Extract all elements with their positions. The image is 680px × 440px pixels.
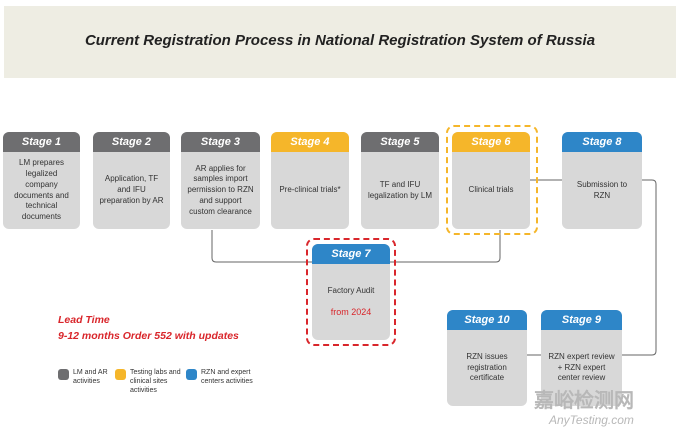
legend-yellow-label: Testing labs and clinical sites activiti… [130,369,181,395]
stage-1-text: LM prepares legalized company documents … [14,158,69,222]
legend-blue-swatch [186,369,197,380]
stage-9-text: RZN expert review + RZN expert center re… [548,351,615,383]
stage-6-highlight [446,125,538,235]
stage-9-box: Stage 9 RZN expert review + RZN expert c… [541,310,622,406]
lead-time-value: 9-12 months Order 552 with updates [58,330,239,342]
stage-6-text: Clinical trials [468,185,514,195]
legend-gray-swatch [58,369,69,380]
stage-7-header: Stage 7 [312,244,390,264]
stage-7-note: from 2024 [330,307,372,318]
stage-7-highlight [306,238,396,346]
stage-7-text: Factory Audit [327,285,375,295]
stage-4-text: Pre-clinical trials* [279,185,341,195]
stage-9-header: Stage 9 [541,310,622,330]
legend-gray-label: LM and AR activities [73,369,108,386]
legend-blue-label: RZN and expert centers activities [201,369,253,386]
stage-5-header: Stage 5 [361,132,439,152]
legend-yellow-swatch [115,369,126,380]
connector-8-9 [622,179,657,356]
stage-4-header: Stage 4 [271,132,349,152]
stage-1-box: Stage 1 LM prepares legalized company do… [3,132,80,229]
diagram-title: Current Registration Process in National… [84,32,596,49]
stage-5-box: Stage 5 TF and IFU legalization by LM [361,132,439,229]
stage-10-header: Stage 10 [447,310,527,330]
stage-5-text: TF and IFU legalization by LM [367,179,433,200]
stage-6-header: Stage 6 [452,132,530,152]
stage-6-box: Stage 6 Clinical trials [452,132,530,229]
stage-3-box: Stage 3 AR applies for samples import pe… [181,132,260,229]
stage-4-box: Stage 4 Pre-clinical trials* [271,132,349,229]
stage-8-box: Stage 8 Submission to RZN [562,132,642,229]
stage-3-text: AR applies for samples import permission… [187,163,254,216]
stage-7-box: Stage 7 Factory Audit from 2024 [312,244,390,340]
lead-time-title: Lead Time [58,314,110,326]
title-band: Current Registration Process in National… [4,6,676,78]
watermark-cn: 嘉峪检测网 [534,390,634,412]
stage-8-text: Submission to RZN [576,179,628,200]
watermark-en: AnyTesting.com [549,413,634,427]
stage-8-header: Stage 8 [562,132,642,152]
stage-2-box: Stage 2 Application, TF and IFU preparat… [93,132,170,229]
stage-1-header: Stage 1 [3,132,80,152]
stage-2-header: Stage 2 [93,132,170,152]
stage-10-box: Stage 10 RZN issues registration certifi… [447,310,527,406]
stage-2-text: Application, TF and IFU preparation by A… [99,174,164,205]
stage-3-header: Stage 3 [181,132,260,152]
stage-10-text: RZN issues registration certificate [466,351,508,383]
